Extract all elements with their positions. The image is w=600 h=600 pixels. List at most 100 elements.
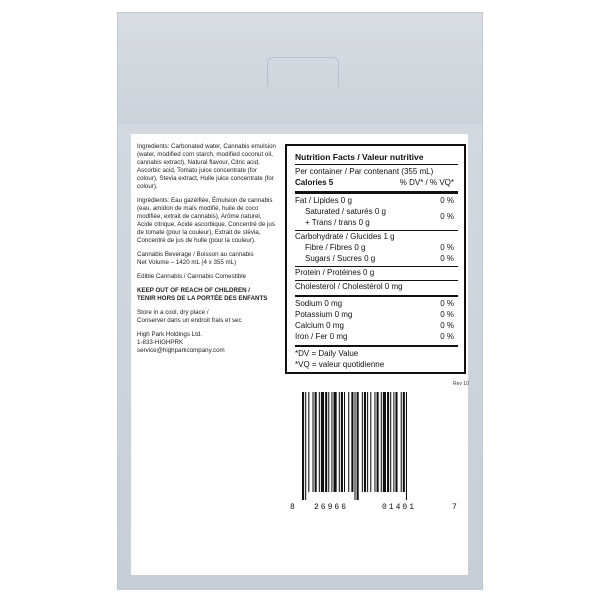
child-warning: KEEP OUT OF REACH OF CHILDREN / TENIR HO… [137, 287, 277, 303]
barcode-first-digit: 8 [290, 503, 295, 512]
nutrient-row-fibre: Fibre / Fibres 0 g 0 % [295, 243, 458, 254]
nutrient-row-carbohydrate: Carbohydrate / Glucides 1 g [295, 232, 458, 243]
barcode-bar [312, 392, 314, 492]
nutrient-row-potassium: Potassium 0 mg 0 % [295, 310, 458, 321]
thick-rule [295, 295, 458, 297]
barcode-bar [380, 392, 382, 492]
barcode-bar [340, 392, 343, 492]
barcode-bar [328, 392, 330, 492]
barcode-bar [344, 392, 346, 492]
nutrient-pct: 0 % [440, 243, 454, 252]
nutrient-label: Calcium 0 mg [295, 321, 344, 330]
rule [295, 280, 458, 281]
per-container: Per container / Par contenant (355 mL) [295, 167, 434, 176]
nutrient-row-sodium: Sodium 0 mg 0 % [295, 299, 458, 310]
thick-rule [295, 191, 458, 194]
barcode-bar [354, 392, 356, 500]
warning-en: KEEP OUT OF REACH OF CHILDREN / [137, 287, 250, 294]
nutrient-label: Potassium 0 mg [295, 310, 353, 319]
calories-row: Calories 5 % DV* / % VQ* [295, 178, 458, 189]
nutrient-row-trans: + Trans / trans 0 g [295, 218, 458, 229]
barcode-bar [308, 392, 310, 492]
barcode-bar [400, 392, 402, 492]
barcode-icon [302, 392, 407, 500]
barcode-bar [314, 392, 317, 492]
rule [295, 266, 458, 267]
barcode-bar [405, 392, 407, 500]
barcode-bar [390, 392, 392, 492]
barcode-bar [331, 392, 333, 492]
nutrition-facts-table: Nutrition Facts / Valeur nutritive Per c… [285, 144, 466, 374]
nutrient-row-fat: Fat / Lipides 0 g 0 % [295, 196, 458, 207]
nutrient-label: Sugars / Sucres 0 g [305, 254, 376, 263]
revision-code: Rev 10 [453, 381, 469, 387]
nutrient-row-saturated: Saturated / saturés 0 g 0 % [295, 207, 458, 221]
nutrient-label: Cholesterol / Cholestérol 0 mg [295, 282, 403, 291]
nutrition-title: Nutrition Facts / Valeur nutritive [295, 152, 458, 165]
nutrient-label: Saturated / saturés 0 g [305, 207, 386, 216]
rule [295, 230, 458, 231]
nutrient-label: Fat / Lipides 0 g [295, 196, 352, 205]
company-block: High Park Holdings Ltd. 1-833-HIGHPRK se… [137, 331, 277, 355]
ingredients-column: Ingredients: Carbonated water, Cannabis … [137, 143, 277, 361]
barcode-bar [318, 392, 320, 492]
barcode-bar [305, 392, 307, 500]
warning-fr: TENIR HORS DE LA PORTÉE DES ENFANTS [137, 295, 268, 302]
barcode-bar [367, 392, 369, 492]
nutrient-label: Fibre / Fibres 0 g [305, 243, 366, 252]
nutrient-pct: 0 % [440, 254, 454, 263]
barcode-bar [370, 392, 372, 492]
dv-header: % DV* / % VQ* [399, 178, 454, 187]
label-panel [131, 134, 468, 575]
barcode-last-digit: 7 [452, 503, 457, 512]
nutrient-row-cholesterol: Cholesterol / Cholestérol 0 mg [295, 282, 458, 293]
barcode-bar [302, 392, 305, 500]
company-email: service@highparkcompany.com [137, 347, 225, 354]
barcode-right-group: 01401 [382, 503, 417, 512]
thick-rule [295, 345, 458, 347]
footnote-dv: *DV = Daily Value [295, 349, 359, 358]
barcode-bar [348, 392, 350, 492]
barcode-bar [363, 392, 367, 492]
handle-cutout [267, 57, 339, 86]
nutrient-pct: 0 % [440, 196, 454, 205]
footnote-vq: *VQ = valeur quotidienne [295, 360, 385, 369]
ingredients-en: Ingredients: Carbonated water, Cannabis … [137, 143, 276, 190]
barcode-bar [356, 392, 359, 500]
barcode-bar [320, 392, 325, 492]
nutrient-label: + Trans / trans 0 g [305, 218, 370, 227]
barcode-bar [374, 392, 376, 492]
barcode-bar [402, 392, 405, 492]
barcode-bar [393, 392, 395, 492]
nutrient-pct: 0 % [440, 299, 454, 308]
nutrient-label: Iron / Fer 0 mg [295, 332, 348, 341]
nutrient-pct: 0 % [440, 310, 454, 319]
storage-en: Store in a cool, dry place / [137, 309, 209, 316]
volume-block: Cannabis Beverage / Boisson au cannabis … [137, 251, 277, 267]
barcode-bar [325, 392, 328, 492]
nutrient-pct: 0 % [440, 321, 454, 330]
beverage-type: Cannabis Beverage / Boisson au cannabis [137, 251, 254, 258]
company-name: High Park Holdings Ltd. [137, 331, 203, 338]
nutrient-pct: 0 % [440, 212, 454, 221]
ingredients-fr: Ingrédients: Eau gazéifiée, Émulsion de … [137, 197, 275, 244]
barcode-digits: 8 26966 01401 7 [290, 503, 460, 515]
nutrient-row-iron: Iron / Fer 0 mg 0 % [295, 332, 458, 343]
barcode-bar [382, 392, 386, 492]
nutrient-label: Sodium 0 mg [295, 299, 343, 308]
product-class: Edible Cannabis / Cannabis Comestible [137, 273, 247, 280]
net-volume: Net Volume – 1420 mL (4 x 355 mL) [137, 259, 237, 266]
storage-fr: Conserver dans un endroit frais et sec [137, 317, 242, 324]
calories-label: Calories 5 [295, 178, 334, 187]
box-top-flap [117, 12, 483, 124]
barcode-bar [351, 392, 354, 492]
company-phone: 1-833-HIGHPRK [137, 339, 184, 346]
nutrient-pct: 0 % [440, 332, 454, 341]
nutrient-row-sugars: Sugars / Sucres 0 g 0 % [295, 254, 458, 265]
barcode-bar [387, 392, 390, 492]
barcode-bar [376, 392, 379, 492]
barcode-bar [361, 392, 363, 492]
nutrient-row-calcium: Calcium 0 mg 0 % [295, 321, 458, 332]
barcode-bar [333, 392, 337, 492]
storage-block: Store in a cool, dry place / Conserver d… [137, 309, 277, 325]
